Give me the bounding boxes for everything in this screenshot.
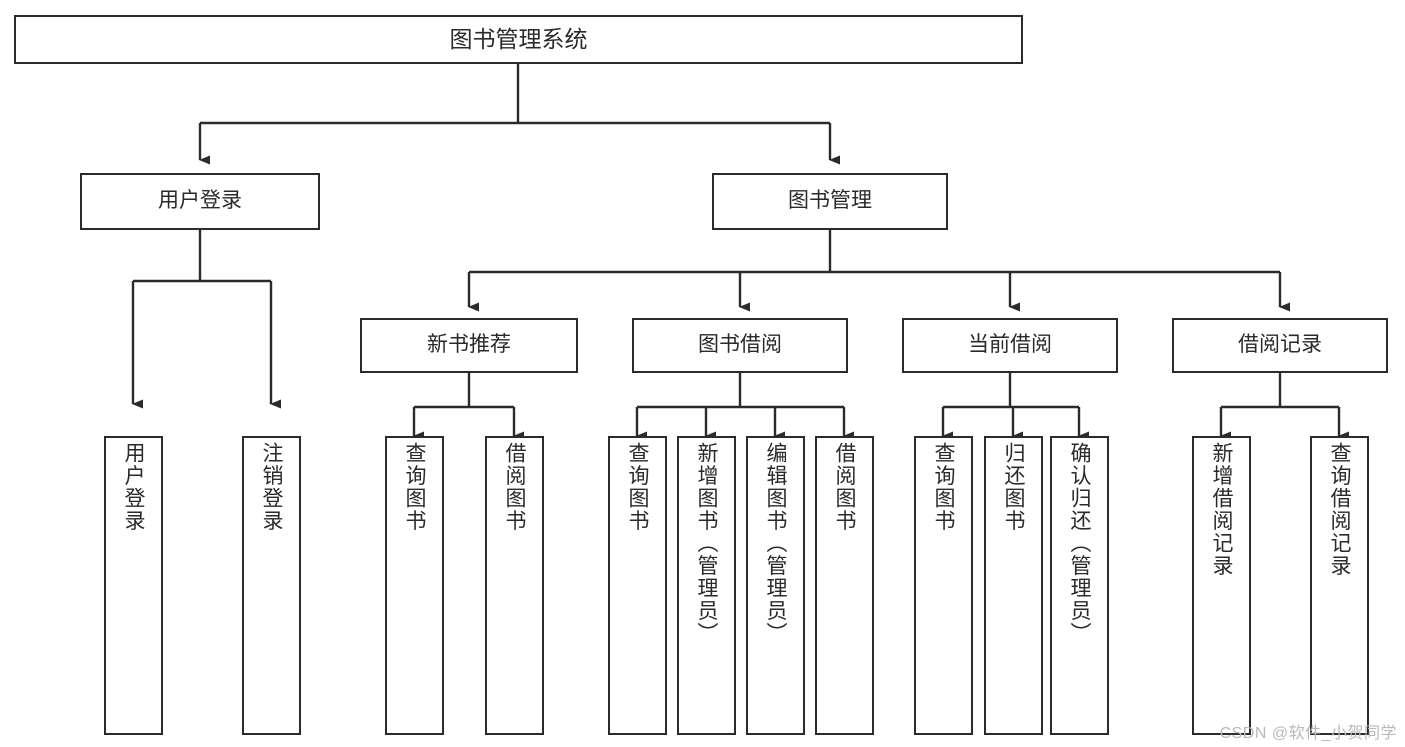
node-label: 用户登录 [158, 189, 242, 213]
node-leaf-query-book-2[interactable]: 查询图书 [608, 436, 667, 735]
node-label: 新增借阅记录 [1210, 442, 1233, 577]
node-current-borrow[interactable]: 当前借阅 [902, 318, 1118, 373]
node-label: 图书管理系统 [449, 25, 588, 52]
node-label: 查询图书 [932, 442, 955, 532]
node-leaf-borrow-book-1[interactable]: 借阅图书 [485, 436, 544, 735]
node-borrow-record[interactable]: 借阅记录 [1172, 318, 1388, 373]
node-label: 编辑图书（管理员） [764, 442, 787, 645]
node-leaf-add-record[interactable]: 新增借阅记录 [1192, 436, 1251, 735]
node-leaf-edit-book[interactable]: 编辑图书（管理员） [746, 436, 805, 735]
csdn-watermark: CSDN @软件_小贺同学 [1219, 725, 1397, 742]
node-book-manage[interactable]: 图书管理 [712, 173, 948, 230]
node-label: 查询图书 [626, 442, 649, 532]
node-label: 注销登录 [260, 442, 283, 532]
node-leaf-add-book[interactable]: 新增图书（管理员） [677, 436, 736, 735]
node-label: 借阅图书 [503, 442, 526, 532]
node-label: 图书借阅 [698, 333, 782, 357]
node-leaf-user-login[interactable]: 用户登录 [104, 436, 163, 735]
node-book-borrow[interactable]: 图书借阅 [632, 318, 848, 373]
node-label: 图书管理 [788, 189, 872, 213]
node-label: 查询图书 [403, 442, 426, 532]
node-leaf-query-record[interactable]: 查询借阅记录 [1310, 436, 1369, 735]
node-label: 查询借阅记录 [1328, 442, 1351, 577]
node-root-system[interactable]: 图书管理系统 [14, 15, 1023, 64]
node-leaf-borrow-book-2[interactable]: 借阅图书 [815, 436, 874, 735]
node-user-login[interactable]: 用户登录 [80, 173, 320, 230]
node-label: 当前借阅 [968, 333, 1052, 357]
node-leaf-confirm-return[interactable]: 确认归还（管理员） [1050, 436, 1109, 735]
node-leaf-query-book-1[interactable]: 查询图书 [385, 436, 444, 735]
node-label: 新增图书（管理员） [695, 442, 718, 645]
node-label: 确认归还（管理员） [1068, 442, 1091, 645]
node-label: 借阅图书 [833, 442, 856, 532]
node-leaf-logout-login[interactable]: 注销登录 [242, 436, 301, 735]
node-leaf-query-book-3[interactable]: 查询图书 [914, 436, 973, 735]
node-label: 用户登录 [122, 442, 145, 532]
node-label: 借阅记录 [1238, 333, 1322, 357]
node-new-book-recommend[interactable]: 新书推荐 [360, 318, 578, 373]
node-leaf-return-book[interactable]: 归还图书 [984, 436, 1043, 735]
node-label: 归还图书 [1002, 442, 1025, 532]
node-label: 新书推荐 [427, 333, 511, 357]
